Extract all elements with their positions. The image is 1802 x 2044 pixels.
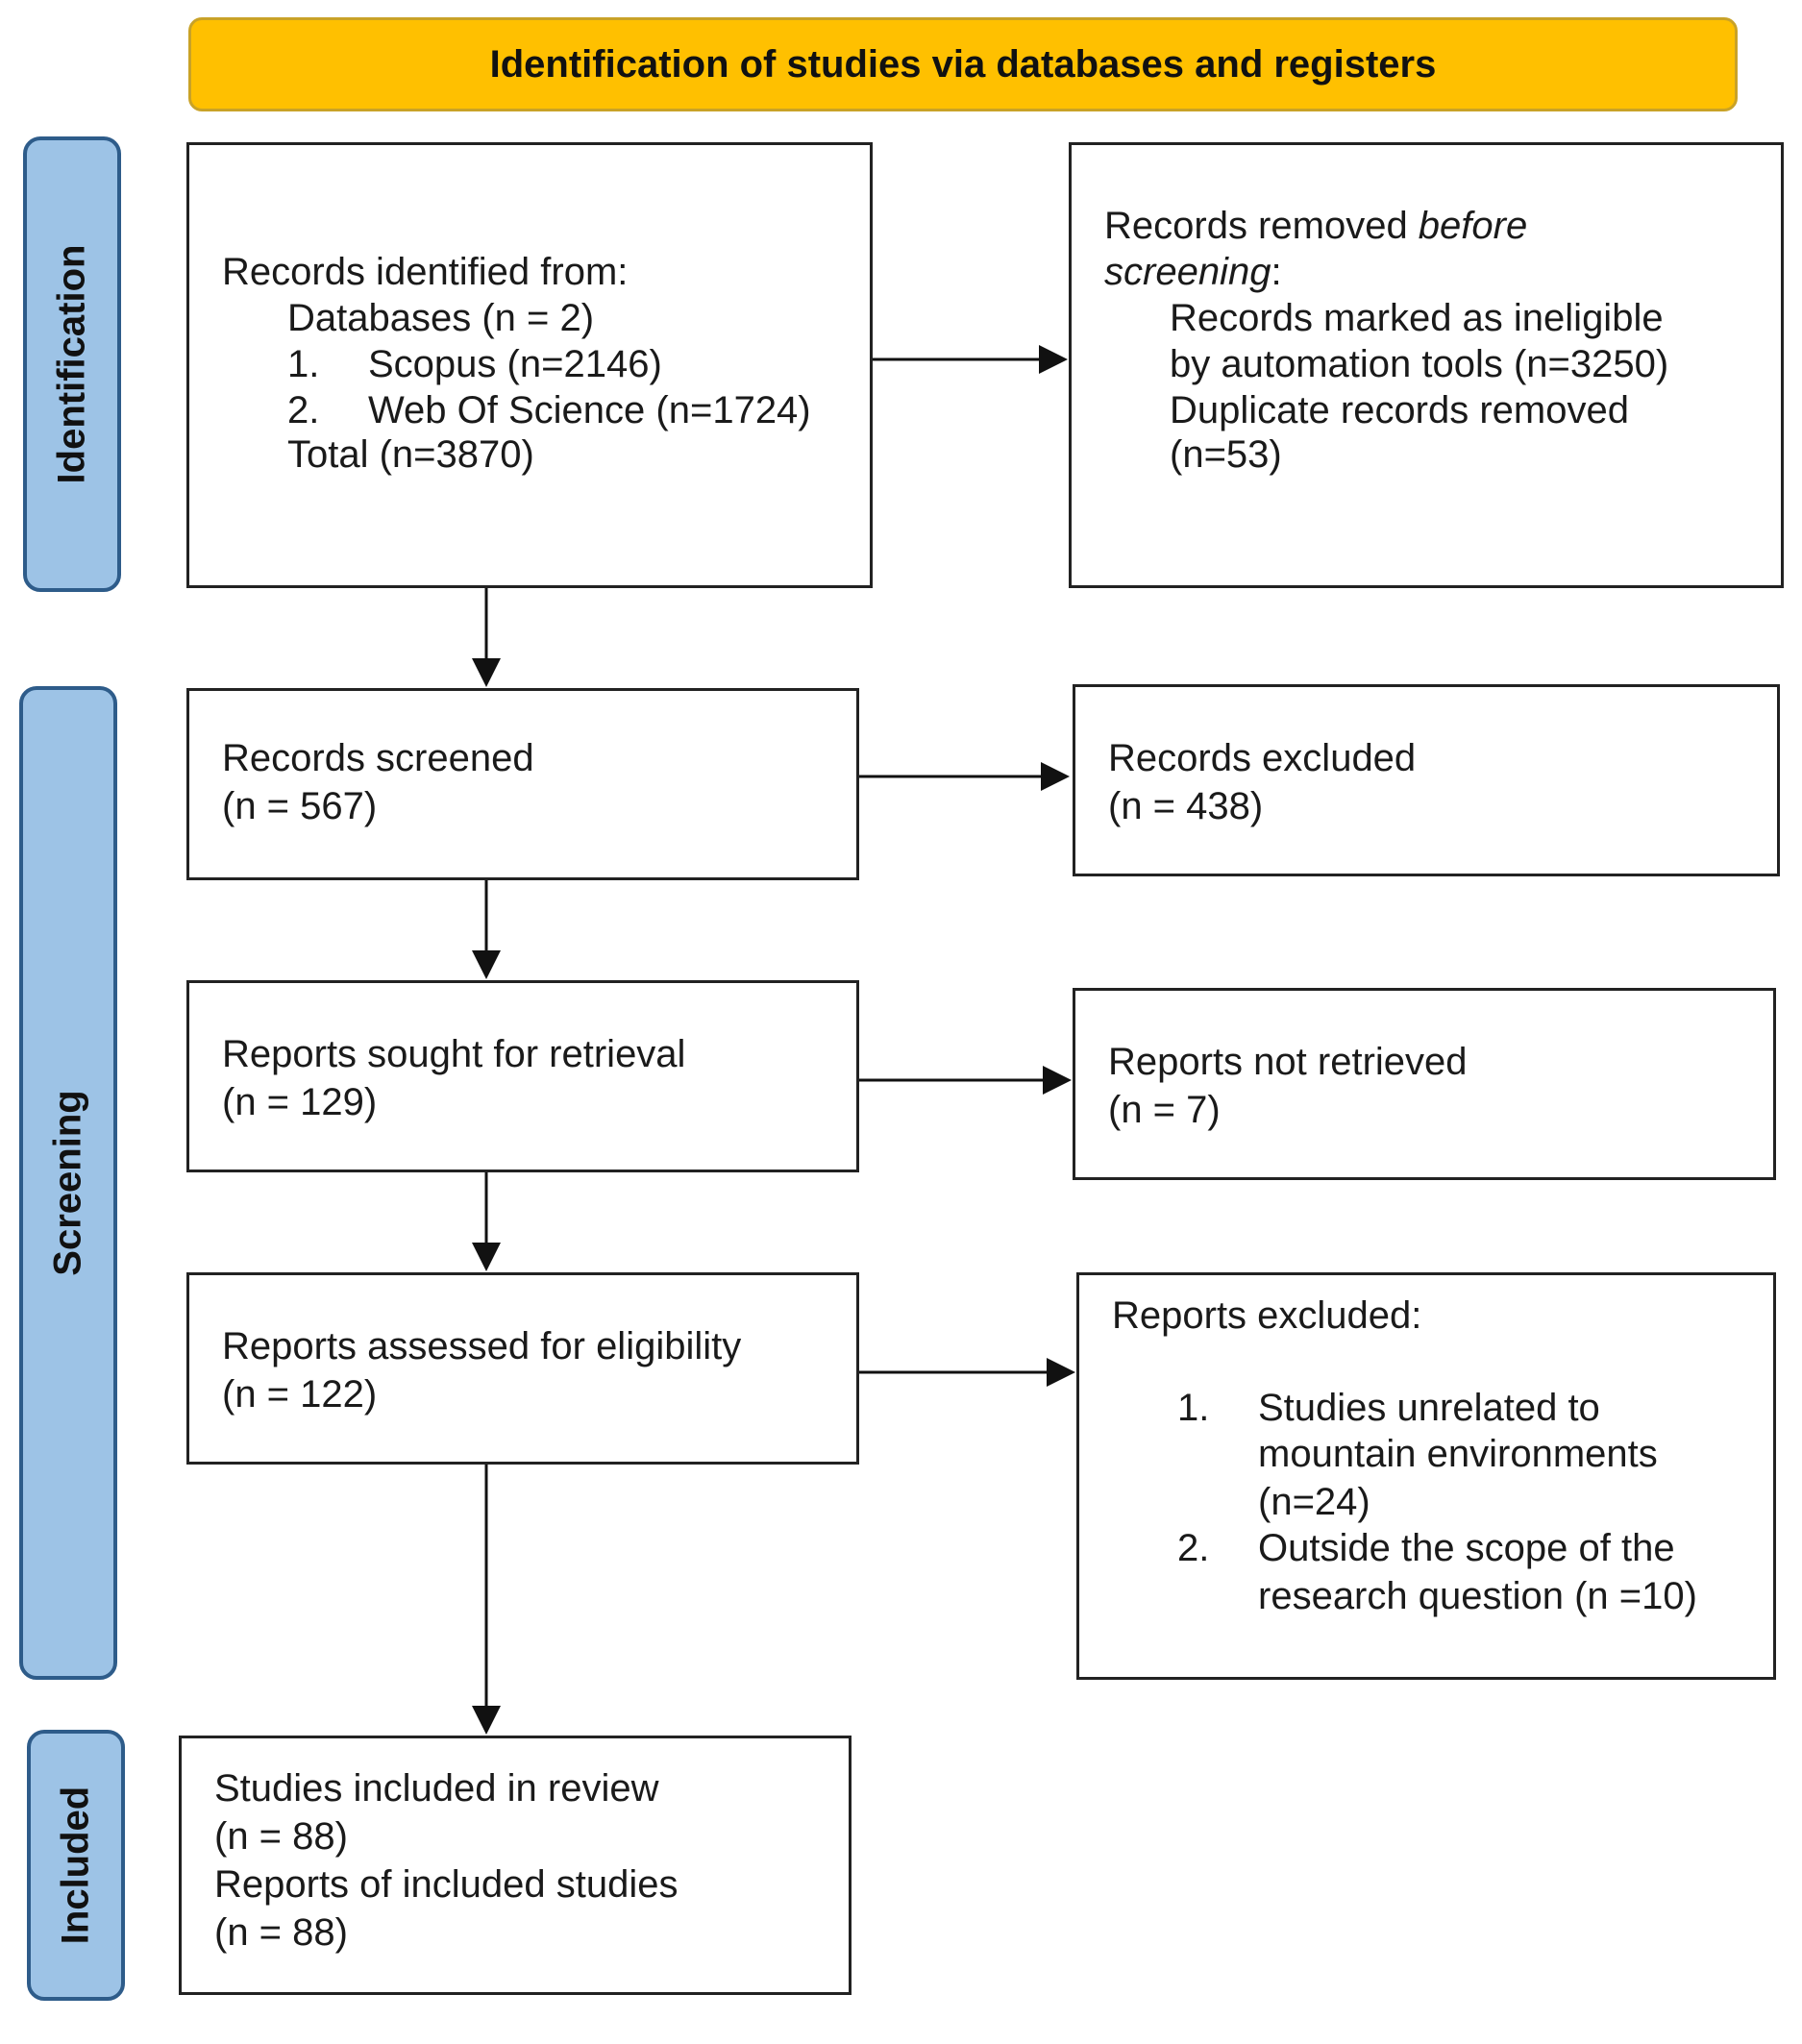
not-retrieved-label: Reports not retrieved [1108,1041,1468,1083]
removed-heading-suffix: : [1271,251,1282,293]
removed-heading-prefix: Records removed [1104,205,1419,247]
reports-assessed-box: Reports assessed for eligibility (n = 12… [186,1272,859,1465]
reports-not-retrieved-box: Reports not retrieved (n = 7) [1073,988,1776,1180]
included-studies-count: (n = 88) [214,1815,348,1858]
reports-excluded-item1-line3: (n=24) [1258,1481,1370,1523]
identified-item1-num: 1. [287,343,320,385]
identified-item2-text: Web Of Science (n=1724) [368,389,811,431]
reports-excluded-item1-num: 1. [1177,1387,1210,1429]
removed-ineligible-line2: by automation tools (n=3250) [1170,343,1669,385]
phase-identification: Identification [23,136,121,592]
excluded-records-label: Records excluded [1108,737,1417,779]
removed-duplicates-line2: (n=53) [1170,433,1282,476]
removed-heading-italic-before: before [1418,205,1528,247]
assessed-count: (n = 122) [222,1373,378,1416]
included-reports-count: (n = 88) [214,1911,348,1954]
header-title: Identification of studies via databases … [489,42,1437,86]
sought-label: Reports sought for retrieval [222,1033,686,1075]
records-identified-box: Records identified from: Databases (n = … [186,142,873,588]
removed-duplicates-line1: Duplicate records removed [1170,389,1629,431]
not-retrieved-count: (n = 7) [1108,1089,1221,1131]
identified-databases: Databases (n = 2) [287,297,595,339]
records-removed-box: Records removed before screening: Record… [1069,142,1784,588]
removed-ineligible-line1: Records marked as ineligible [1170,297,1664,339]
phase-screening: Screening [19,686,117,1680]
identified-item1-text: Scopus (n=2146) [368,343,662,385]
included-reports-label: Reports of included studies [214,1863,679,1906]
reports-excluded-item1-line1: Studies unrelated to [1258,1387,1600,1429]
records-screened-box: Records screened (n = 567) [186,688,859,880]
screened-count: (n = 567) [222,785,378,827]
included-studies-label: Studies included in review [214,1767,659,1810]
reports-excluded-box: Reports excluded: 1. Studies unrelated t… [1076,1272,1776,1680]
reports-sought-box: Reports sought for retrieval (n = 129) [186,980,859,1172]
identified-heading: Records identified from: [222,251,629,293]
records-excluded-box: Records excluded (n = 438) [1073,684,1780,876]
reports-excluded-item1-line2: mountain environments [1258,1433,1658,1475]
reports-excluded-item2-line1: Outside the scope of the [1258,1527,1675,1569]
phase-included: Included [27,1730,125,2001]
removed-heading-line2: screening: [1104,249,1282,295]
removed-heading-line1: Records removed before [1104,203,1527,249]
included-studies-box: Studies included in review (n = 88) Repo… [179,1736,852,1995]
identified-item2-num: 2. [287,389,320,431]
assessed-label: Reports assessed for eligibility [222,1325,742,1367]
excluded-records-count: (n = 438) [1108,785,1264,827]
removed-heading-italic-screening: screening [1104,251,1271,293]
identified-total: Total (n=3870) [287,433,534,476]
reports-excluded-item2-line2: research question (n =10) [1258,1575,1697,1617]
reports-excluded-heading: Reports excluded: [1112,1294,1422,1337]
screened-label: Records screened [222,737,534,779]
sought-count: (n = 129) [222,1081,378,1123]
diagram-header: Identification of studies via databases … [188,17,1738,111]
reports-excluded-item2-num: 2. [1177,1527,1210,1569]
